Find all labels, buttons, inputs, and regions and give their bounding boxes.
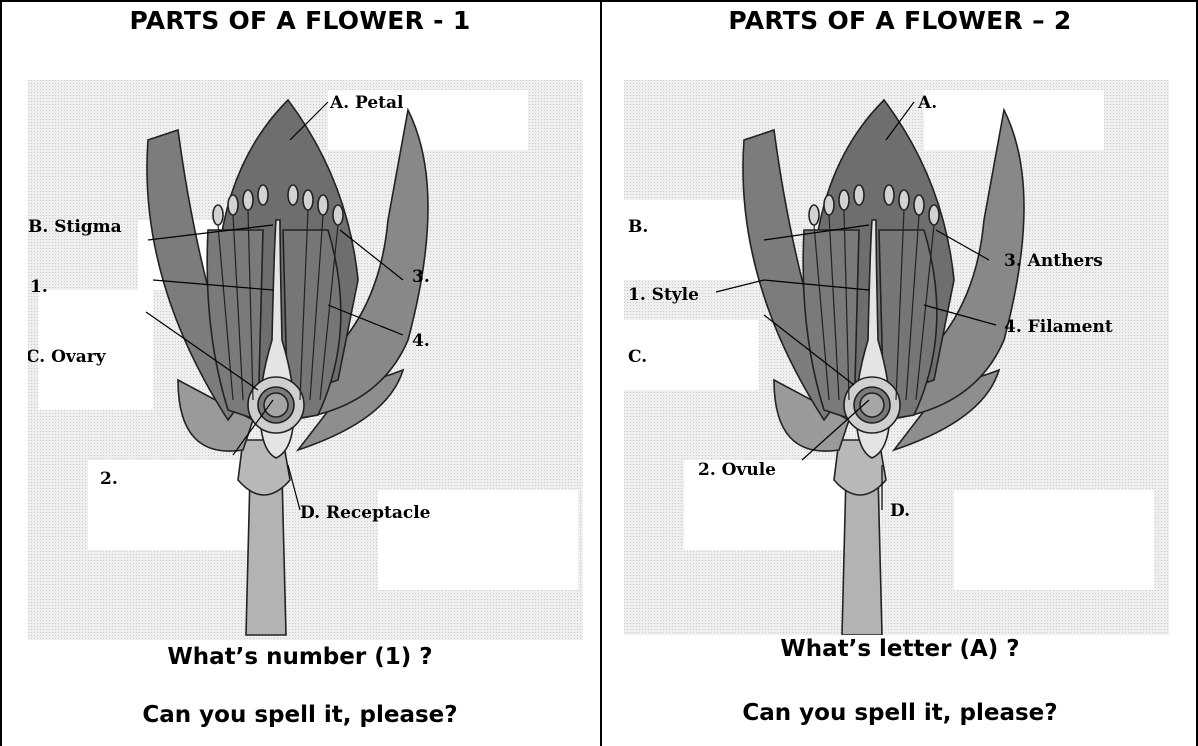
spell-prompt: Can you spell it, please? (0, 702, 600, 728)
flower-diagram: A. B. 1. Style C. 2. Ovule D. 3. Anthers… (624, 80, 1169, 635)
flower-panel-2: PARTS OF A FLOWER – 2 (602, 0, 1198, 746)
question-text: What’s number (1) ? (0, 644, 600, 670)
label-4: 4. Filament (1004, 317, 1113, 337)
panel-title: PARTS OF A FLOWER – 2 (602, 6, 1198, 35)
label-b: B. Stigma (28, 217, 122, 237)
label-4: 4. (412, 331, 430, 351)
label-d: D. Receptacle (300, 503, 431, 523)
panel-title: PARTS OF A FLOWER - 1 (0, 6, 600, 35)
flower-diagram: A. Petal B. Stigma 1. C. Ovary 2. D. Rec… (28, 80, 583, 640)
label-b: B. (628, 217, 648, 237)
label-a: A. (917, 93, 937, 113)
label-1: 1. Style (628, 285, 699, 305)
question-text: What’s letter (A) ? (602, 636, 1198, 662)
spell-prompt: Can you spell it, please? (602, 700, 1198, 726)
label-c: C. Ovary (28, 347, 107, 367)
label-whiteout (624, 200, 759, 280)
label-2: 2. Ovule (698, 460, 776, 480)
label-whiteout (954, 490, 1154, 590)
label-3: 3. Anthers (1004, 251, 1103, 271)
label-2: 2. (100, 469, 118, 489)
label-c: C. (628, 347, 647, 367)
flower-diagram-svg: A. Petal B. Stigma 1. C. Ovary 2. D. Rec… (28, 80, 583, 640)
label-1: 1. (30, 277, 48, 297)
label-a: A. Petal (329, 93, 404, 113)
label-d: D. (890, 501, 910, 521)
flower-panel-1: PARTS OF A FLOWER - 1 (0, 0, 600, 746)
label-3: 3. (412, 267, 430, 287)
flower-diagram-svg: A. B. 1. Style C. 2. Ovule D. 3. Anthers… (624, 80, 1169, 635)
